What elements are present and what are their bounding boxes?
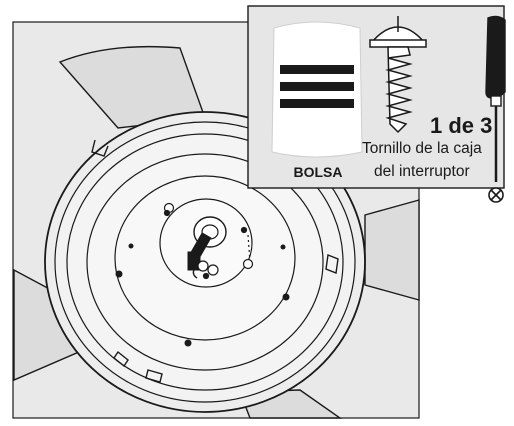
wire-nut [197,260,209,272]
bag-icon [271,21,363,158]
fan-blade-top-left [58,45,206,129]
screw-shank [385,46,413,134]
wire-lead [192,267,198,279]
rim-tabs [91,139,339,383]
screw-hole [280,244,286,250]
plate-screw-top [240,226,248,234]
rim-tab-bottom [145,369,163,383]
screw-description-line1: Tornillo de la caja [362,140,482,157]
center-hub [187,216,251,279]
screw-head-base [369,39,427,48]
screwdriver-icon [485,15,506,182]
screwdriver-handle [485,15,506,99]
fan-blade-right [364,199,420,301]
screwdriver-ferrule [490,95,502,107]
bag-stripe [280,82,354,91]
parts-inset: BOLSA 1 de 3 Tornillo de la caja del int… [247,5,506,203]
fan-blades [13,39,420,419]
screw-hole [282,293,290,301]
rim-tab-bottom-left [113,350,129,368]
bag-stripe [280,65,354,74]
plate-screw-right [242,258,254,270]
phillips-cross-b [490,189,502,201]
screw-hole [184,339,192,347]
screw-hole [128,243,134,249]
bag-stripe [280,99,354,108]
rim-tab-top-left [91,139,109,157]
wire-nut [207,264,219,276]
switch-box-screws [163,202,254,280]
bag-label: BOLSA [294,164,343,180]
rim-tab-right [325,254,339,274]
screw-quantity: 1 de 3 [430,113,492,138]
screw-hole [115,270,123,278]
plate-screw-top-left-hole [163,209,171,217]
screw-icon [369,16,427,134]
screw-description-line2: del interruptor [374,163,470,180]
phillips-head-icon [488,187,504,203]
screw-holes [115,243,290,347]
plate-screw-bottom [202,272,210,280]
